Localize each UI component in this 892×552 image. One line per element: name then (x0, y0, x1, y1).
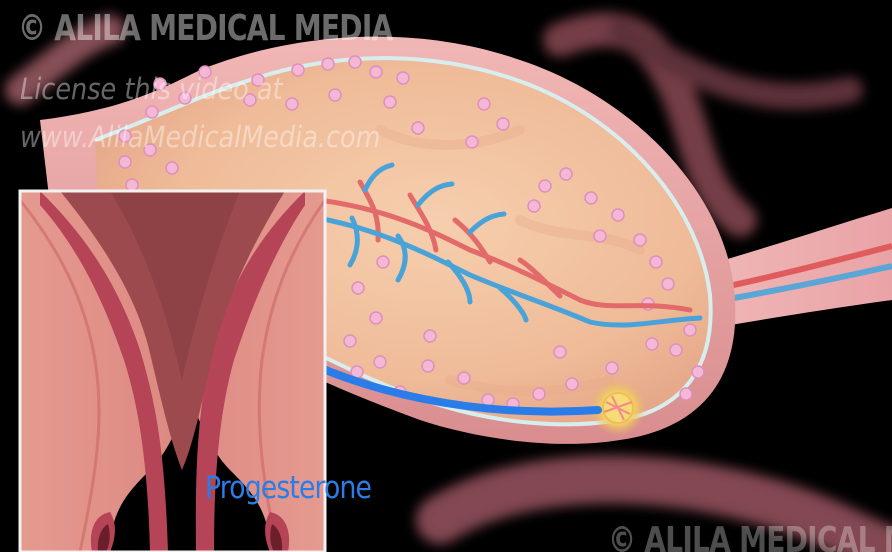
progesterone-label: Progesterone (205, 470, 371, 506)
